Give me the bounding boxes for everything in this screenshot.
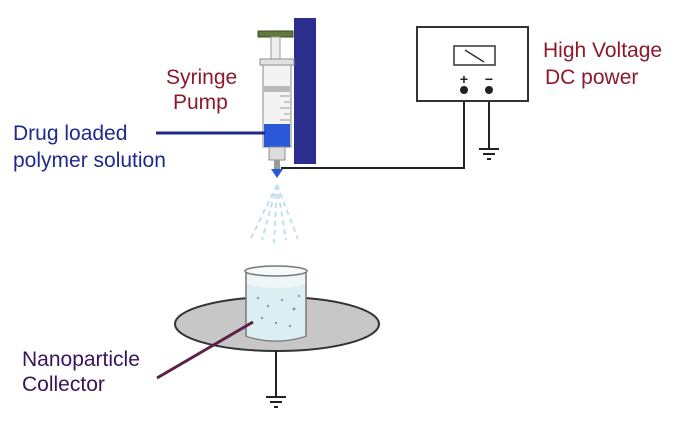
drug-solution-fill <box>264 124 290 147</box>
drug-solution-label-line2: polymer solution <box>13 149 166 172</box>
syringe-pump <box>257 18 316 178</box>
negative-terminal <box>485 86 493 94</box>
collector-beaker <box>244 265 308 342</box>
positive-terminal-label: + <box>460 71 468 87</box>
plunger-seal <box>264 86 290 92</box>
power-ground-icon <box>479 148 499 160</box>
collector-ground-icon <box>266 351 286 408</box>
voltmeter-needle <box>464 49 485 63</box>
plunger-cap <box>257 30 294 38</box>
power-supply-label-line2: DC power <box>545 66 639 89</box>
negative-terminal-label: − <box>485 71 493 87</box>
syringe-pump-label-line2: Pump <box>173 91 228 114</box>
collector-label-line1: Nanoparticle <box>22 348 140 371</box>
plunger-rod <box>270 36 281 60</box>
needle-tip-icon <box>271 169 283 178</box>
syringe-pump-label-line1: Syringe <box>166 66 238 89</box>
spray-plume <box>249 184 299 244</box>
power-supply-box <box>416 26 529 102</box>
barrel-flange <box>259 58 295 66</box>
power-supply-label-line1: High Voltage <box>543 39 663 62</box>
syringe-needle <box>274 160 280 169</box>
nanoparticles <box>256 294 301 328</box>
pump-wall <box>294 18 316 164</box>
barrel-graduations <box>280 95 290 121</box>
collector-label-line2: Collector <box>22 373 105 396</box>
syringe-hub <box>268 146 286 161</box>
positive-terminal <box>460 86 468 94</box>
drug-solution-label-line1: Drug loaded <box>13 122 128 145</box>
collector-liquid <box>247 285 305 341</box>
collector-leader <box>156 320 254 380</box>
